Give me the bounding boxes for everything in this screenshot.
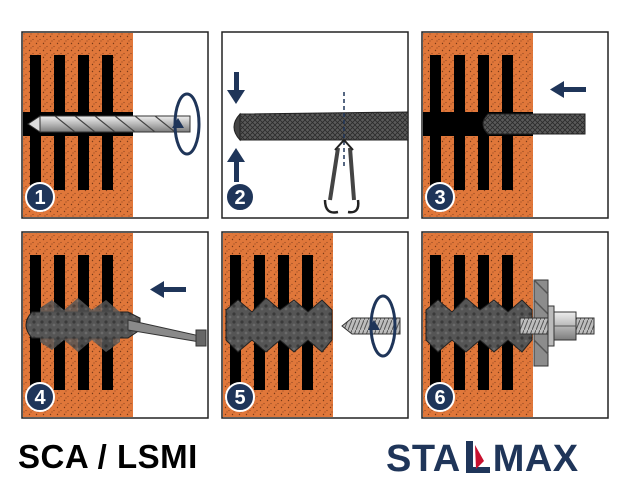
step-4-panel: 4 <box>21 231 209 419</box>
left-arrow-icon <box>150 281 186 298</box>
drill-bit <box>27 115 191 133</box>
left-arrow-icon <box>550 81 586 98</box>
step-5-number: 5 <box>234 387 245 409</box>
step-5-badge: 5 <box>225 382 255 412</box>
down-arrow-icon <box>227 72 245 104</box>
rotation-arrow-icon <box>368 294 397 358</box>
step-2-panel: 2 <box>221 31 409 219</box>
step-3-badge: 3 <box>425 182 455 212</box>
mesh-sleeve <box>239 111 409 141</box>
brand-logo-mark <box>462 439 492 475</box>
pliers-icon <box>323 138 360 214</box>
step-6-badge: 6 <box>425 382 455 412</box>
step-6-panel: 6 <box>421 231 609 419</box>
step-1-badge: 1 <box>25 182 55 212</box>
brand-logo-part1: STA <box>386 438 461 480</box>
step-2-badge: 2 <box>225 182 255 212</box>
brand-logo: STA MAX <box>386 438 579 481</box>
rotation-arrow-icon <box>172 92 201 156</box>
step-4-badge: 4 <box>25 382 55 412</box>
product-code: SCA / LSMI <box>18 438 198 475</box>
step-3-number: 3 <box>434 187 445 209</box>
step-1-number: 1 <box>34 187 45 209</box>
step-2-number: 2 <box>234 187 245 209</box>
mesh-sleeve <box>482 113 586 135</box>
step-5-panel: 5 <box>221 231 409 419</box>
step-6-number: 6 <box>434 387 445 409</box>
washer <box>547 305 555 347</box>
up-arrow-icon <box>227 148 245 182</box>
step-3-panel: 3 <box>421 31 609 219</box>
brand-logo-part2: MAX <box>492 438 579 480</box>
resin-plug <box>225 297 333 353</box>
step-4-number: 4 <box>34 387 46 409</box>
step-1-panel: 1 <box>21 31 209 219</box>
